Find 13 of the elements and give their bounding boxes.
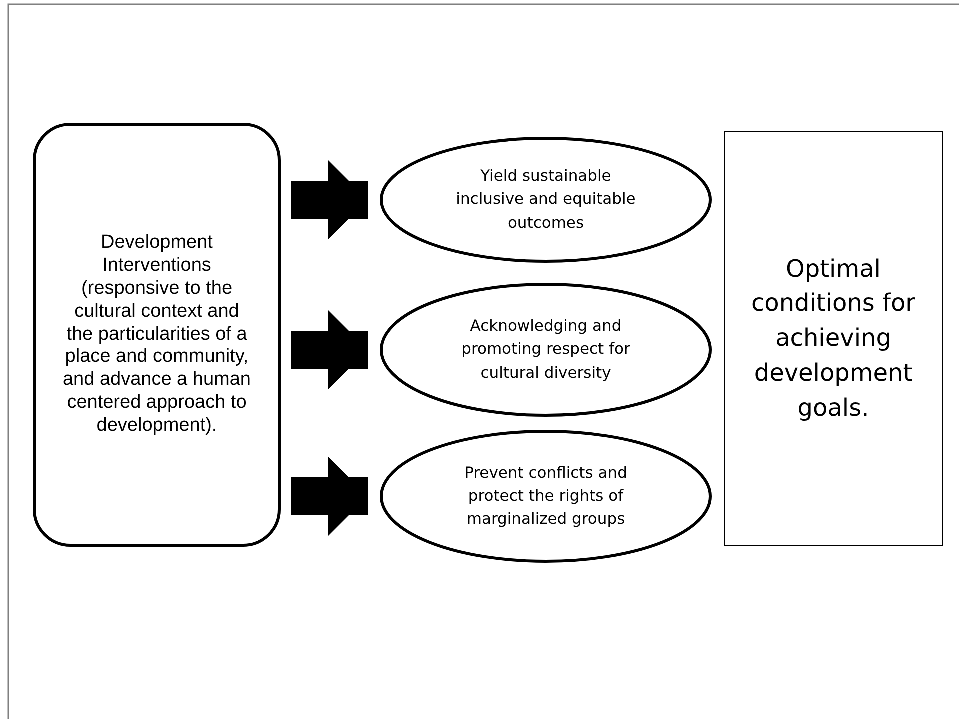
block-arrow xyxy=(291,310,368,390)
block-arrow xyxy=(291,160,368,240)
block-arrow xyxy=(291,456,368,536)
node-text: Optimal conditions for achieving development goals. xyxy=(750,254,917,424)
node-text: Yield sustainable inclusive and equitable outcomes xyxy=(456,166,636,234)
node-text: Acknowledging and promoting respect for cultural diversity xyxy=(460,316,632,384)
goal-box xyxy=(724,131,943,546)
outcome-ellipse xyxy=(380,430,712,563)
intervention-box xyxy=(33,123,281,547)
outcome-ellipse xyxy=(380,137,712,263)
node-text: Prevent conflicts and protect the rights of marginalized groups xyxy=(464,462,628,530)
node-text: Development Interventions (responsive to the cultural context and the particularities of a place and community, and advance a human centered approach to development). xyxy=(62,232,252,438)
outcome-ellipse xyxy=(380,283,712,417)
